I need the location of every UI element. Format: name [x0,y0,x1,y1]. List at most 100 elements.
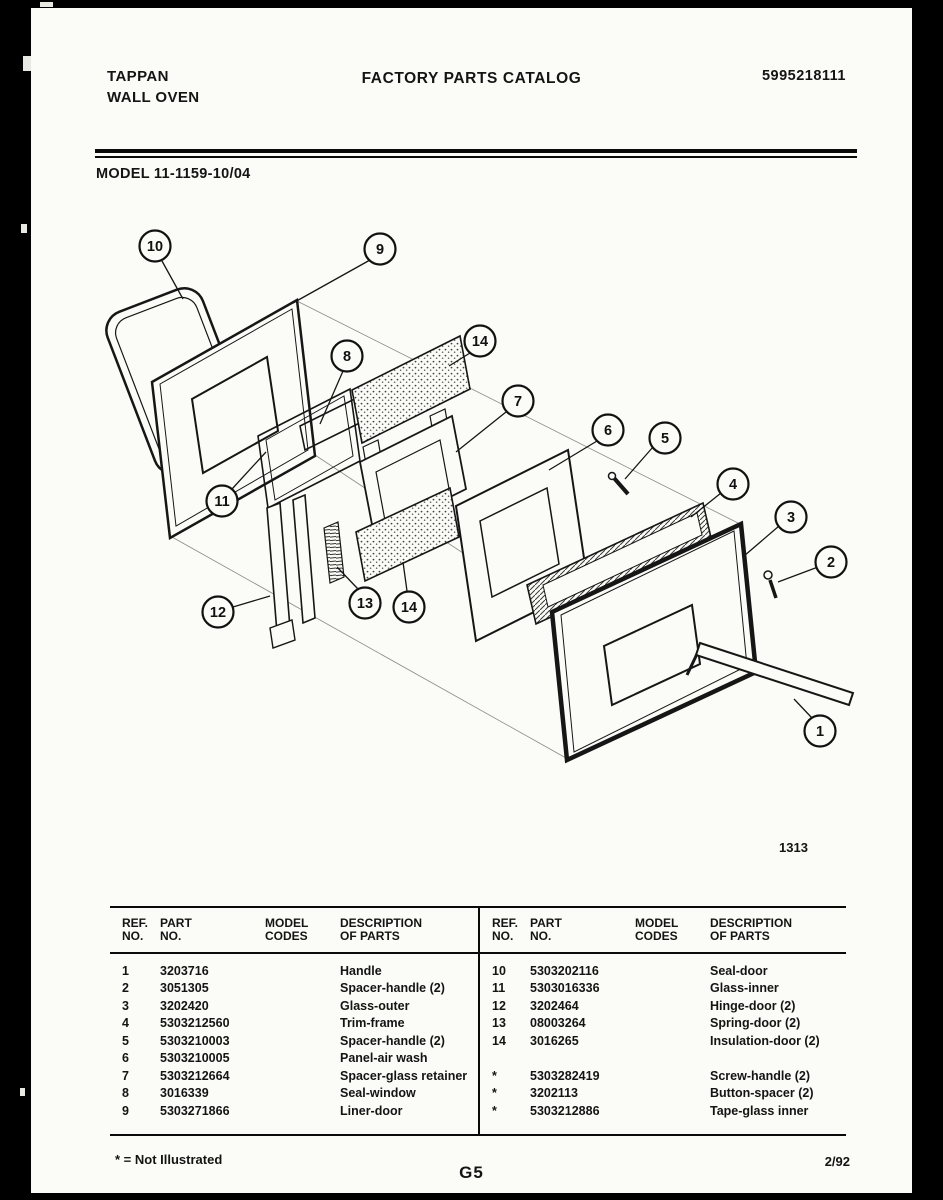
svg-text:10: 10 [147,239,163,255]
parts-cell-part: 5303212886 [530,1103,600,1118]
parts-cell-desc: Spacer-handle (2) [340,981,445,996]
svg-text:9: 9 [376,242,384,258]
svg-text:2: 2 [827,555,835,571]
parts-cell-part: 3051305 [160,981,209,996]
diagram-note: 1313 [779,840,808,855]
parts-cell-desc: Seal-window [340,1086,416,1101]
svg-text:3: 3 [787,510,795,526]
svg-text:8: 8 [343,349,351,365]
callout-balloon-10: 10 [138,229,172,263]
catalog-page: TAPPAN WALL OVEN FACTORY PARTS CATALOG 5… [31,8,912,1193]
part-button-spacer [763,570,778,599]
parts-cell-desc: Liner-door [340,1103,403,1118]
callout-balloon-1: 1 [803,714,837,748]
parts-table-left: REF. NO. PART NO. MODEL CODES DESCRIPTIO… [110,908,478,1134]
part-insulation-lower [355,486,460,583]
parts-cell-desc: Hinge-door (2) [710,998,796,1013]
parts-row: 11 5303016336 Glass-inner [480,980,846,998]
parts-row: 12 3202464 Hinge-door (2) [480,997,846,1015]
parts-cell-ref: 11 [492,981,506,996]
parts-cell-part: 5303016336 [530,981,600,996]
callout-balloon-13: 13 [348,586,382,620]
parts-cell-ref: 7 [122,1068,129,1083]
col-header-part: PART NO. [530,917,562,943]
svg-text:13: 13 [357,596,373,612]
parts-cell-part: 3202464 [530,998,579,1013]
callout-balloon-8: 8 [330,339,364,373]
col-header-codes: MODEL CODES [265,917,309,943]
svg-text:5: 5 [661,431,669,447]
part-trim-frame [526,501,713,626]
parts-table-left-header: REF. NO. PART NO. MODEL CODES DESCRIPTIO… [110,908,478,954]
scan-artifact [23,56,31,71]
brand-name: TAPPAN [107,68,169,85]
parts-cell-desc: Trim-frame [340,1016,405,1031]
svg-text:14: 14 [401,600,417,616]
scan-artifact [20,1088,25,1096]
svg-text:4: 4 [729,477,737,493]
callout-balloon-3: 3 [774,500,808,534]
parts-cell-desc: Insulation-door (2) [710,1033,820,1048]
parts-cell-part: 5303210005 [160,1051,230,1066]
parts-cell-ref: 10 [492,963,506,978]
parts-cell-ref: * [492,1086,497,1101]
parts-cell-part: 5303212664 [160,1068,230,1083]
parts-cell-part: 3202113 [530,1086,578,1101]
callout-balloon-6: 6 [591,413,625,447]
parts-row: * 5303212886 Tape-glass inner [480,1102,846,1120]
model-number: MODEL 11-1159-10/04 [96,166,251,182]
svg-text:1: 1 [816,724,824,740]
col-header-part: PART NO. [160,917,192,943]
parts-cell-ref: 13 [492,1016,506,1031]
callout-balloon-14-upper: 14 [463,324,497,358]
parts-cell-desc: Handle [340,963,382,978]
parts-cell-ref: 9 [122,1103,129,1118]
brand-product: WALL OVEN [107,89,200,106]
parts-row [480,1050,846,1068]
parts-cell-part: 08003264 [530,1016,586,1031]
parts-cell-ref: 12 [492,998,506,1013]
scan-artifact [21,224,27,233]
col-header-ref: REF. NO. [122,917,149,943]
parts-cell-part: 3202420 [160,998,209,1013]
parts-cell-ref: * [492,1103,497,1118]
header-rule-thin [95,156,857,158]
parts-cell-ref: 2 [122,981,129,996]
parts-cell-part: 5303271866 [160,1103,230,1118]
date-code: 2/92 [824,1154,850,1169]
parts-table: REF. NO. PART NO. MODEL CODES DESCRIPTIO… [110,906,846,1136]
part-hinges [266,493,316,649]
parts-cell-desc: Glass-inner [710,981,779,996]
callout-leader-lines [161,259,819,719]
parts-cell-ref: 3 [122,998,129,1013]
parts-row: 2 3051305 Spacer-handle (2) [110,980,478,998]
parts-cell-part: 3016265 [530,1033,579,1048]
callout-balloon-2: 2 [814,545,848,579]
callout-balloon-11: 11 [205,484,239,518]
parts-cell-desc: Tape-glass inner [710,1103,809,1118]
parts-cell-desc: Seal-door [710,963,768,978]
brand-block: TAPPAN WALL OVEN [107,66,200,108]
part-door-spring [323,521,345,584]
parts-cell-ref: 5 [122,1033,129,1048]
parts-cell-part: 5303202116 [530,963,599,978]
header-rule-thick [95,149,857,153]
parts-cell-ref: 8 [122,1086,129,1101]
page-identifier: G5 [459,1163,484,1182]
parts-cell-ref: 4 [122,1016,129,1031]
col-header-desc: DESCRIPTION OF PARTS [710,917,793,943]
parts-row: 9 5303271866 Liner-door [110,1102,478,1120]
parts-cell-desc: Glass-outer [340,998,410,1013]
parts-cell-ref: 1 [122,963,129,978]
parts-rows-right: 10 5303202116 Seal-door 11 5303016336 Glass-i… [480,954,846,1134]
page-title: FACTORY PARTS CATALOG [361,70,582,87]
parts-cell-desc: Spacer-handle (2) [340,1033,445,1048]
